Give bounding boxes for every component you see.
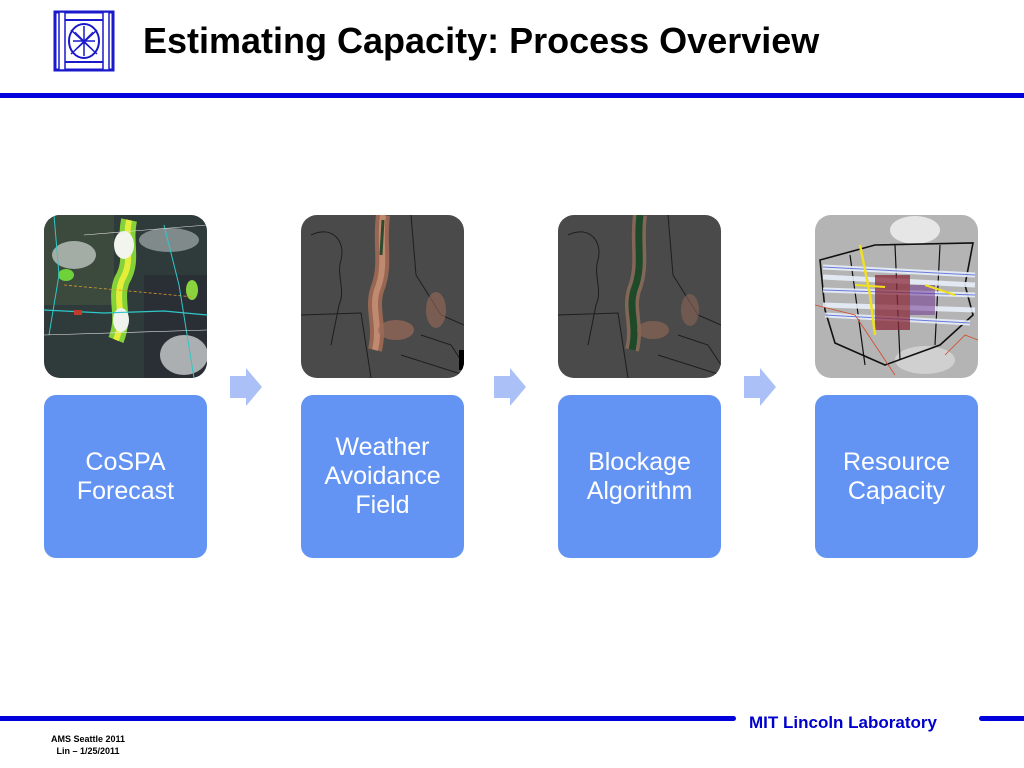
chevron-right-arrow-icon [494,368,526,406]
slide-title: Estimating Capacity: Process Overview [143,20,820,61]
step-label-line: CoSPA [85,447,166,476]
step-card-blockage-algorithm: Blockage Algorithm [558,395,721,558]
step-card-weather-avoidance-field: Weather Avoidance Field [301,395,464,558]
footer-divider-left [0,716,736,721]
footer-note-line: AMS Seattle 2011 [50,734,126,744]
step-card-cospa-forecast: CoSPA Forecast [44,395,207,558]
step-label-line: Capacity [847,476,946,505]
step-label-line: Algorithm [586,476,693,505]
step-label-line: Avoidance [324,462,441,490]
step-card-resource-capacity: Resource Capacity [815,395,978,558]
weather-avoidance-field-map [301,215,464,378]
cospa-forecast-map [44,215,207,378]
blockage-algorithm-map [558,215,721,378]
mit-ll-logo-icon [53,10,115,72]
step-label-line: Blockage [588,447,691,476]
footer-brand: MIT Lincoln Laboratory [749,713,937,732]
step-label-line: Resource [843,447,950,476]
header-divider [0,93,1024,98]
chevron-right-arrow-icon [230,368,262,406]
chevron-right-arrow-icon [744,368,776,406]
step-label-line: Forecast [76,476,175,505]
footer-divider-right [979,716,1024,721]
footer-note: AMS Seattle 2011 Lin – 1/25/2011 [38,733,138,757]
step-label-line: Weather [335,433,430,461]
footer-note-line: Lin – 1/25/2011 [56,746,120,756]
resource-capacity-map [815,215,978,378]
step-label-line: Field [355,491,410,519]
